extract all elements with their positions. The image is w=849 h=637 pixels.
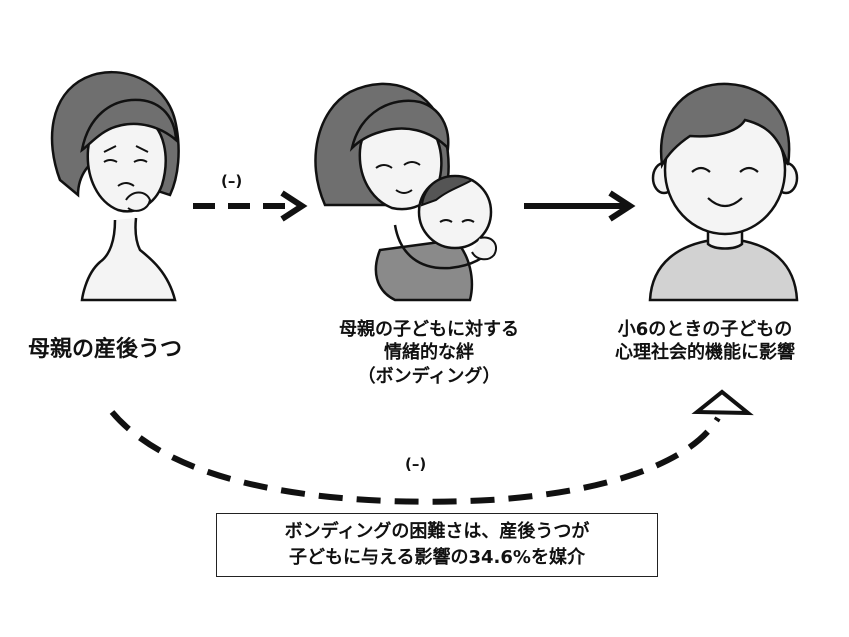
sign-depression-to-bonding: (–) (221, 172, 243, 190)
label-mother-depression: 母親の産後うつ (28, 337, 183, 362)
arrow-depression-to-outcome-curved (109, 389, 754, 505)
sign-depression-to-outcome: (–) (405, 455, 427, 473)
label-child-outcome: 小6のときの子どもの 心理社会的機能に影響 (615, 319, 795, 364)
arrow-bonding-to-outcome (524, 190, 636, 222)
sad-mother-icon (50, 70, 180, 302)
arrow-depression-to-bonding (193, 190, 308, 222)
note-line: ボンディングの困難さは、産後うつが (284, 520, 590, 542)
note-line: 子どもに与える影響の34.6%を媒介 (289, 547, 585, 568)
mediation-note-box: ボンディングの困難さは、産後うつが 子どもに与える影響の34.6%を媒介 (216, 513, 658, 577)
smiling-child-icon (648, 82, 799, 302)
mother-holding-baby-icon (314, 82, 498, 302)
label-bonding: 母親の子どもに対する 情緒的な絆 （ボンディング） (339, 319, 519, 387)
